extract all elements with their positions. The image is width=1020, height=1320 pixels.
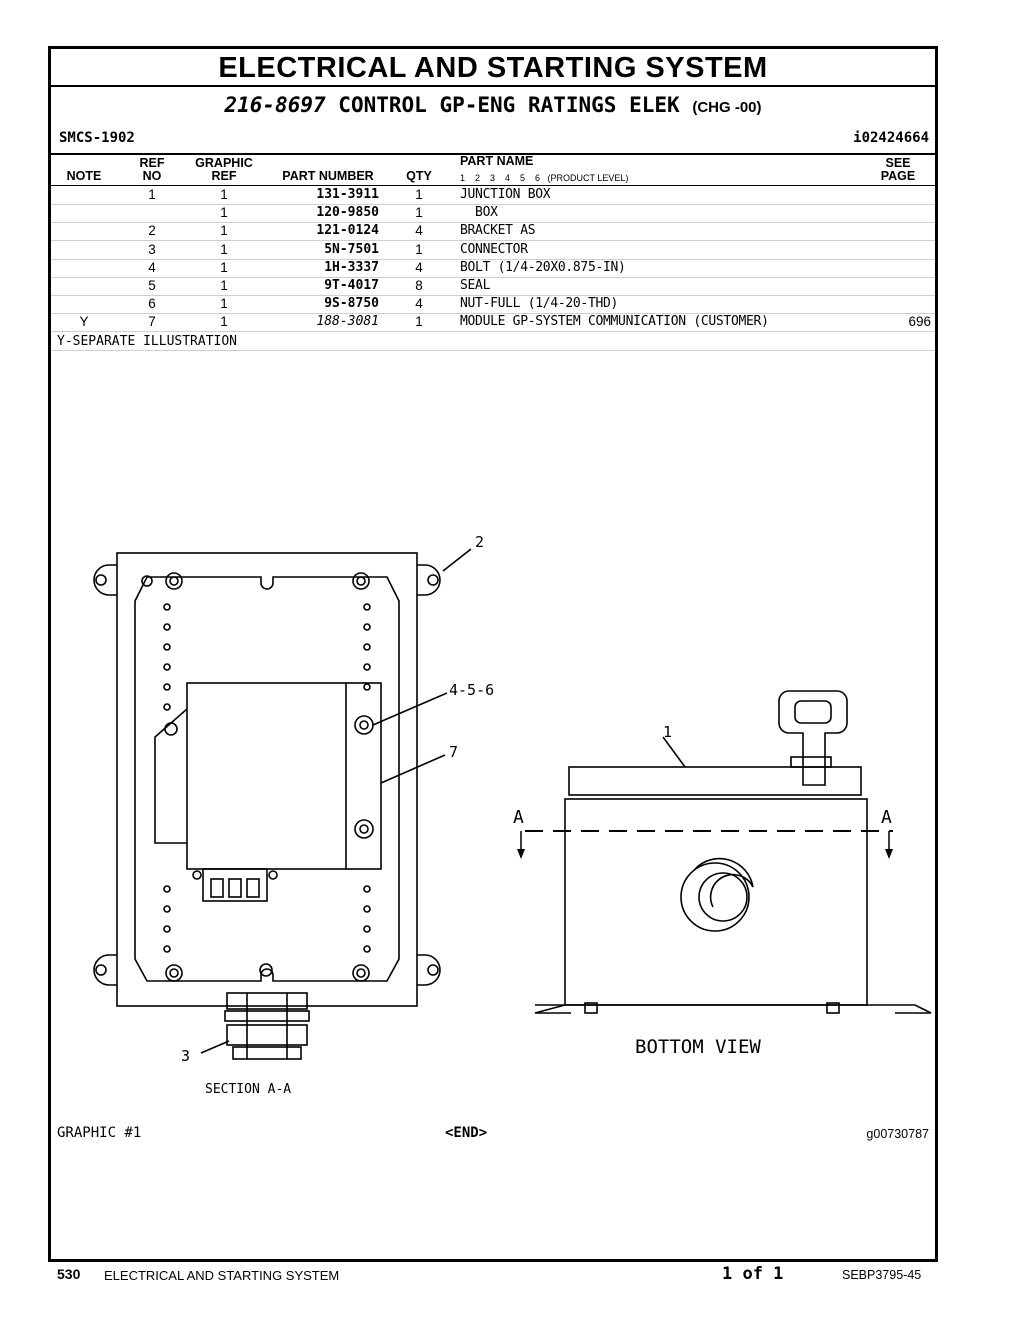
part-number-cell: 120-9850 [316, 205, 379, 221]
footer-section: ELECTRICAL AND STARTING SYSTEM [104, 1268, 340, 1283]
ref-no-cell: 2 [148, 223, 156, 239]
part-name-cell: BOX [460, 205, 498, 221]
group-name: CONTROL GP-ENG RATINGS ELEK [338, 93, 680, 117]
part-number-cell: 5N-7501 [324, 241, 379, 257]
part-number-cell: 9T-4017 [324, 278, 379, 293]
part-number-cell: 9S-8750 [324, 296, 379, 312]
parts-illustration: 2 4-5-6 7 3 1 A A SECTION A-A BOTTOM VIE… [93, 533, 932, 1097]
footer-doc-number: SEBP3795-45 [842, 1268, 922, 1282]
graphic-ref-cell: 1 [220, 259, 228, 275]
note-cell: Y [79, 314, 89, 330]
ref-no-cell: 3 [148, 241, 156, 257]
see-page-cell: 696 [908, 314, 931, 330]
ref-no-cell: 4 [148, 259, 156, 275]
col-see-page: SEE PAGE [880, 156, 916, 183]
end-marker: <END> [445, 1125, 488, 1141]
change-level: (CHG -00) [692, 99, 762, 116]
part-name-cell: BRACKET AS [460, 223, 536, 239]
section-marker-right: A [881, 807, 892, 828]
section-marker-left: A [513, 807, 524, 828]
page-frame: ELECTRICAL AND STARTING SYSTEM 216-8697 … [48, 46, 938, 1262]
graphic-ref-cell: 1 [220, 296, 228, 312]
qty-cell: 4 [415, 259, 423, 275]
page-title: ELECTRICAL AND STARTING SYSTEM [51, 49, 935, 87]
box-body [564, 798, 868, 1006]
part-number-cell: 1H-3337 [324, 259, 379, 275]
junction-box-outline [116, 552, 418, 1007]
callout-2: 2 [475, 533, 484, 551]
col-part-number: PART NUMBER [282, 169, 374, 183]
ref-no-cell: 6 [148, 296, 156, 312]
group-number: 216-8697 [224, 93, 326, 117]
part-number-cell: 188-3081 [316, 314, 379, 330]
qty-cell: 4 [415, 223, 423, 239]
col-part-name: PART NAME [460, 154, 534, 168]
part-name-cell: BOLT (1/4-20X0.875-IN) [460, 259, 626, 275]
col-graphic-ref: GRAPHIC REF [195, 156, 253, 183]
part-number-cell: 121-0124 [316, 223, 379, 239]
col-note: NOTE [66, 169, 102, 183]
view-label: BOTTOM VIEW [635, 1036, 761, 1058]
qty-cell: 1 [415, 241, 423, 257]
col-qty: QTY [406, 169, 432, 183]
graphic-id: g00730787 [866, 1127, 929, 1141]
product-level-scale: 1 2 3 4 5 6 (PRODUCT LEVEL) [460, 173, 629, 183]
group-title: 216-8697 CONTROL GP-ENG RATINGS ELEK (CH… [51, 93, 935, 117]
graphic-ref-cell: 1 [220, 205, 228, 221]
table-row: 1 120-9850 1 BOX [51, 204, 935, 224]
table-row: Y 7 1 188-3081 1 MODULE GP-SYSTEM COMMUNICATI… [51, 313, 935, 333]
graphic-ref-cell: 1 [220, 187, 228, 202]
graphic-ref-cell: 1 [220, 314, 228, 330]
qty-cell: 1 [415, 187, 423, 202]
table-row: 6 1 9S-8750 4 NUT-FULL (1/4-20-THD) [51, 295, 935, 315]
ref-no-cell: 5 [148, 278, 156, 293]
part-name-cell: JUNCTION BOX [460, 187, 551, 202]
table-header-rule [51, 185, 935, 186]
table-footnote: Y-SEPARATE ILLUSTRATION [57, 334, 238, 349]
table-row: 5 1 9T-4017 8 SEAL [51, 277, 935, 296]
part-name-cell: SEAL [460, 278, 491, 293]
table-row: 2 1 121-0124 4 BRACKET AS [51, 222, 935, 242]
part-number-cell: 131-3911 [316, 187, 379, 202]
table-row: 3 1 5N-7501 1 CONNECTOR [51, 241, 935, 260]
part-name-cell: NUT-FULL (1/4-20-THD) [460, 296, 619, 312]
callout-7: 7 [449, 743, 458, 761]
part-name-cell: MODULE GP-SYSTEM COMMUNICATION (CUSTOMER… [460, 314, 769, 330]
illustration-id: i02424664 [853, 130, 929, 146]
qty-cell: 1 [415, 205, 423, 221]
ref-no-cell: 7 [148, 314, 156, 330]
right-rail-holes [363, 603, 371, 953]
qty-cell: 8 [415, 278, 423, 293]
smcs-code: SMCS-1902 [59, 130, 135, 146]
section-label: SECTION A-A [205, 1082, 291, 1097]
table-top-rule [51, 153, 935, 155]
footer-page-of: 1 of 1 [722, 1264, 784, 1284]
graphic-label: GRAPHIC #1 [57, 1125, 142, 1141]
col-ref-no: REF NO [139, 156, 165, 183]
ref-no-cell: 1 [148, 187, 156, 202]
table-row: 4 1 1H-3337 4 BOLT (1/4-20X0.875-IN) [51, 259, 935, 278]
graphic-ref-cell: 1 [220, 278, 228, 293]
footer-page-number: 530 [57, 1266, 81, 1282]
left-rail-holes [163, 603, 171, 953]
qty-cell: 4 [415, 296, 423, 312]
callout-3: 3 [181, 1047, 190, 1065]
callout-4-5-6: 4-5-6 [449, 681, 494, 699]
table-row: 1 1 131-3911 1 JUNCTION BOX [51, 186, 935, 205]
graphic-ref-cell: 1 [220, 223, 228, 239]
footnote-rule [51, 350, 935, 351]
communication-module [186, 682, 382, 870]
callout-1: 1 [663, 723, 672, 741]
qty-cell: 1 [415, 314, 423, 330]
graphic-ref-cell: 1 [220, 241, 228, 257]
part-name-cell: CONNECTOR [460, 241, 528, 257]
box-lid [568, 766, 862, 796]
